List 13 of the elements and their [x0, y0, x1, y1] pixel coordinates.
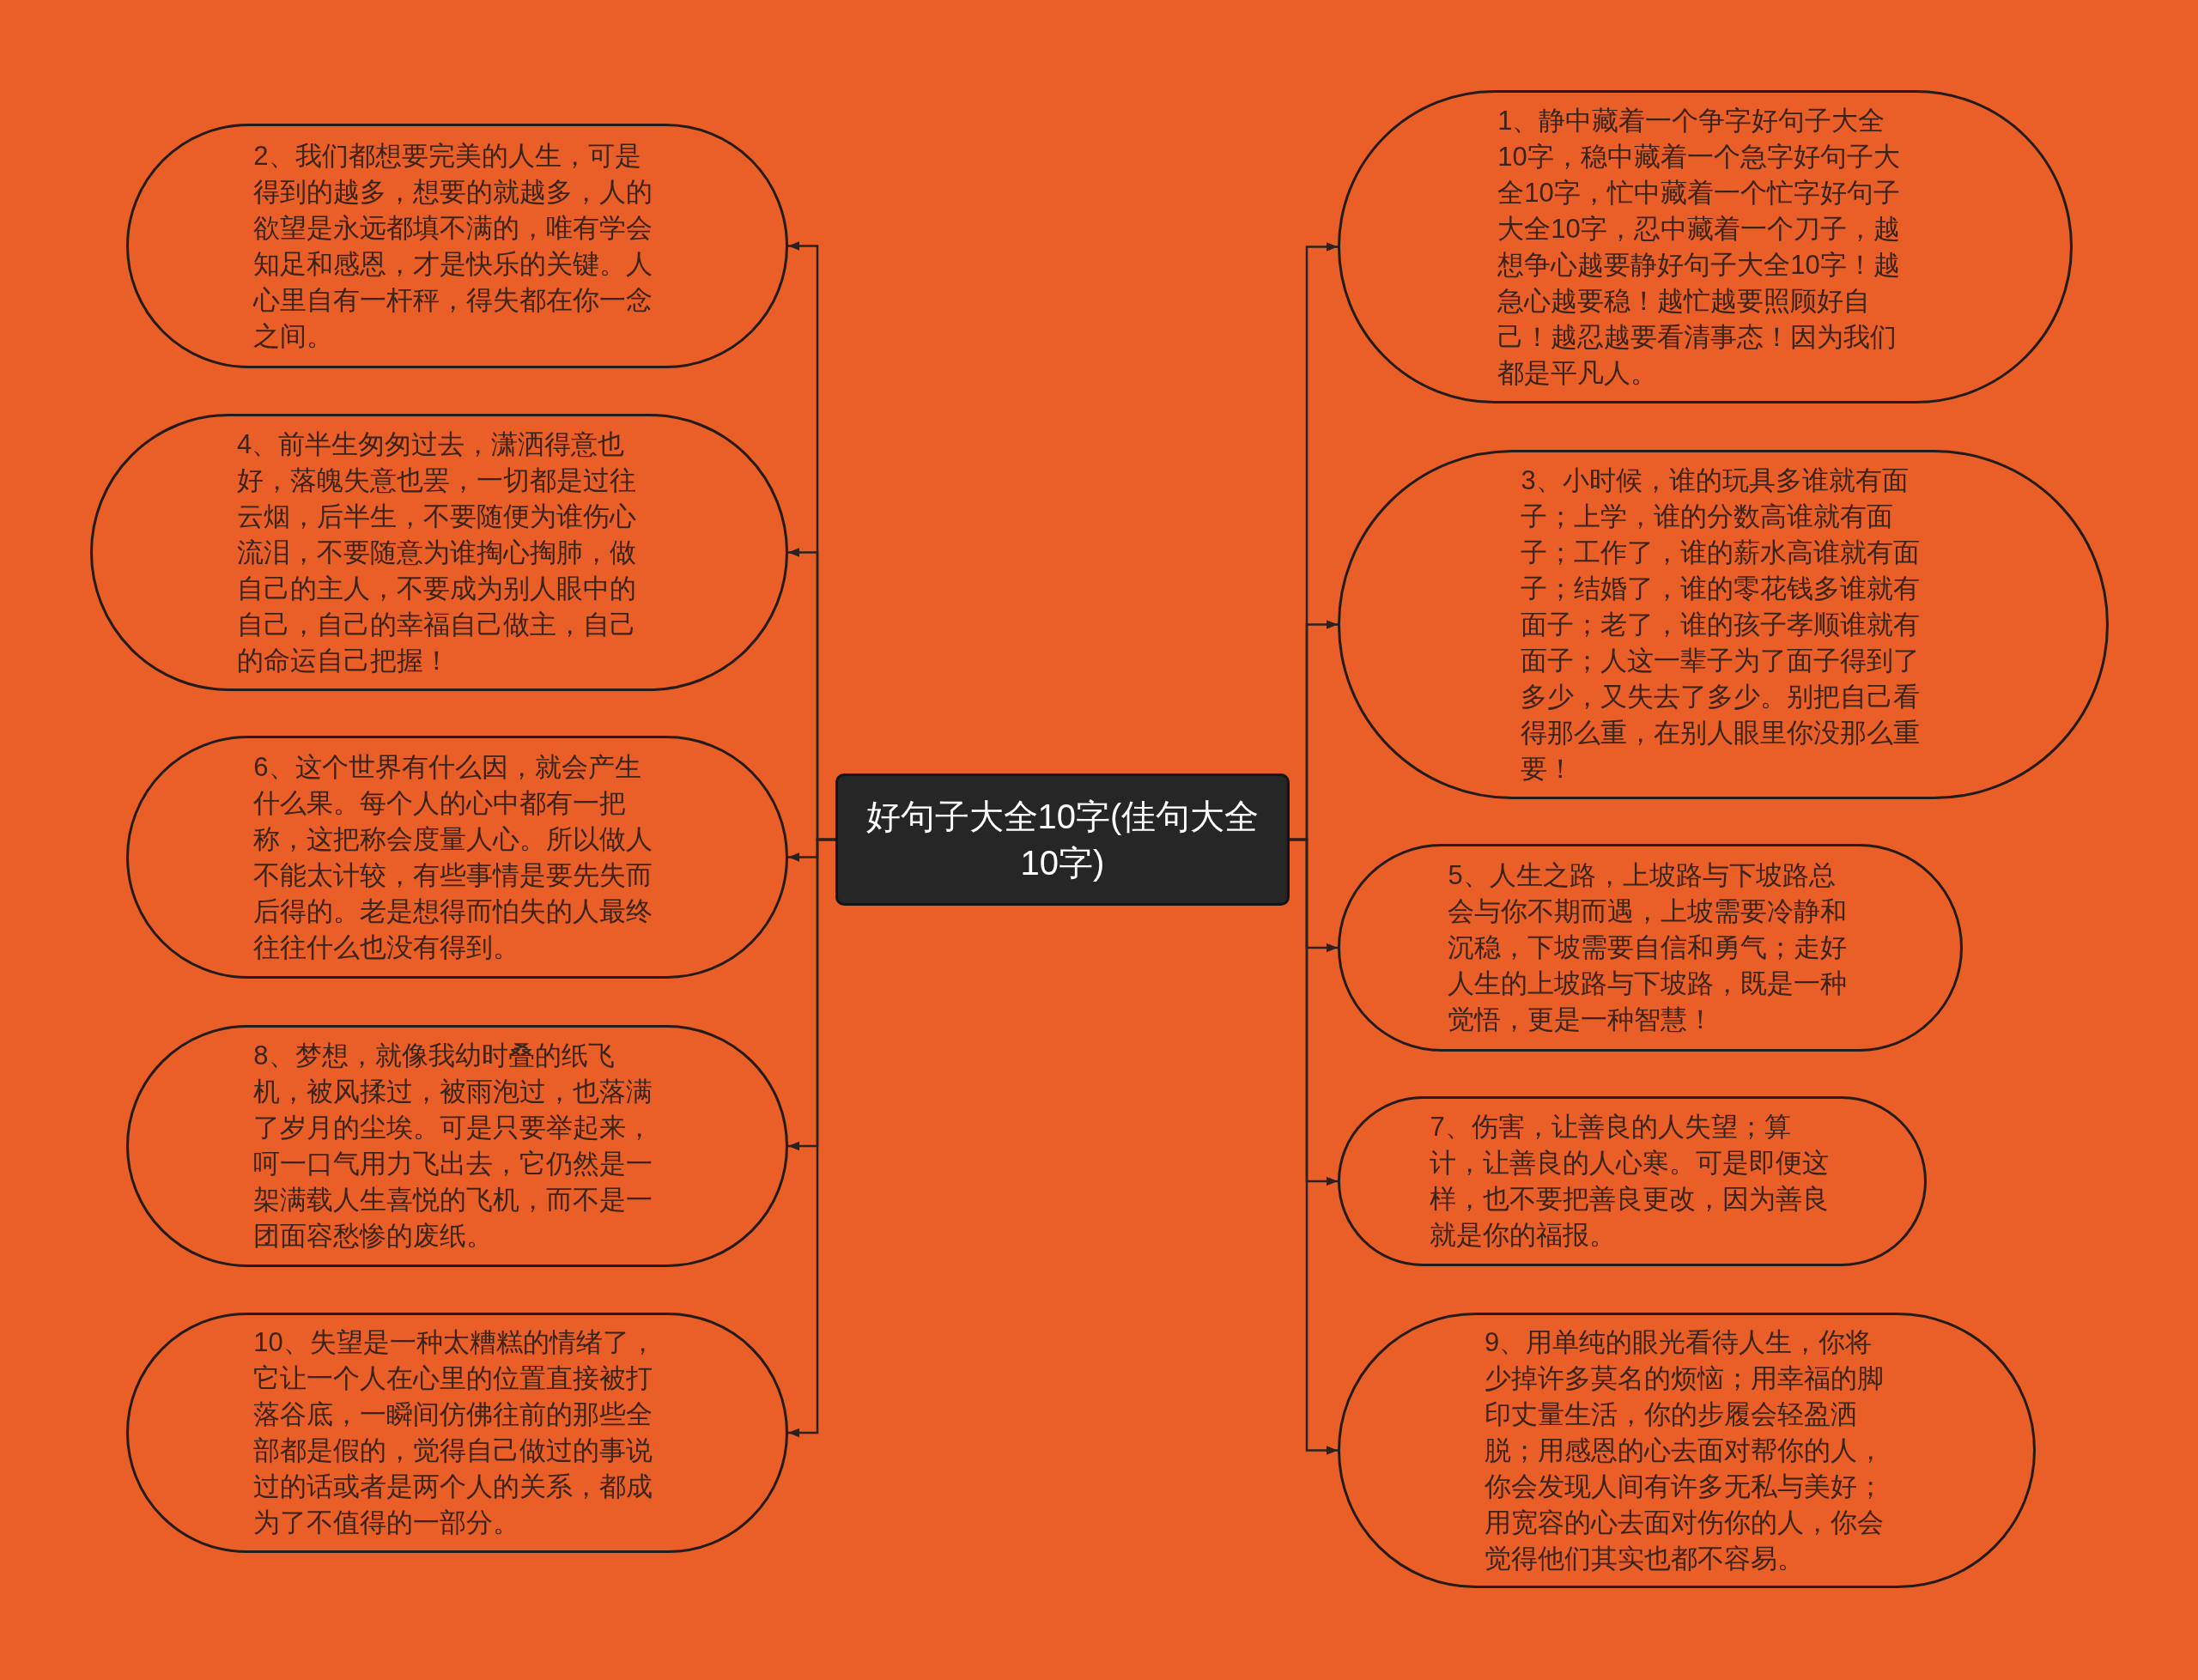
quote-text: 10、失望是一种太糟糕的情绪了，它让一个人在心里的位置直接被打落谷底，一瞬间仿佛往前的那些全部都是假的，觉得自己做过的事说过的话或者是两个人的关系，都成为了不值得的一部分。: [253, 1326, 657, 1539]
quote-text: 5、人生之路，上坡路与下坡路总会与你不期而遇，上坡需要冷静和沉稳，下坡需要自信和勇气；走好人生的上坡路与下坡路，既是一种觉悟，更是一种智慧！: [1448, 859, 1849, 1036]
quote-text: 6、这个世界有什么因，就会产生什么果。每个人的心中都有一把称，这把称会度量人心。所以做人不能太计较，有些事情是要先失而后得的。老是想得而怕失的人最终往往什么也没有得到。: [253, 750, 654, 964]
quote-text: 9、用单纯的眼光看待人生，你将少掉许多莫名的烦恼；用幸福的脚印丈量生活，你的步履会轻盈洒脱；用感恩的心去面对帮你的人，你会发现人间有许多无私与美好；用宽容的心去面对伤你的人，你会觉得他们其实也都不容易。: [1484, 1325, 1885, 1575]
connector-arrow: [1290, 838, 1338, 1455]
connector-arrow: [788, 838, 835, 1438]
quote-text: 1、静中藏着一个争字好句子大全10字，稳中藏着一个急字好句子大全10字，忙中藏着一个忙字好句子大全10字，忍中藏着一个刀子，越想争心越要静好句子大全10字！越急心越要稳！越忙越要照顾好自己！越忍越要看清事态！因为我们都是平凡人。: [1497, 104, 1901, 390]
quote-text: 4、前半生匆匆过去，潇洒得意也好，落魄失意也罢，一切都是过往云烟，后半生，不要随便为谁伤心流泪，不要随意为谁掏心掏肺，做自己的主人，不要成为别人眼中的自己，自己的幸福自己做主，自己的命运自己把握！: [236, 428, 637, 677]
topic-box: 好句子大全10字(佳句大全10字): [835, 773, 1290, 906]
quote-text: 8、梦想，就像我幼时叠的纸飞机，被风揉过，被雨泡过，也落满了岁月的尘埃。可是只要举起来，呵一口气用力飞出去，它仍然是一架满载人生喜悦的飞机，而不是一团面容愁惨的废纸。: [253, 1040, 654, 1252]
quote-text: 2、我们都想要完美的人生，可是得到的越多，想要的就越多，人的欲望是永远都填不满的，唯有学会知足和感恩，才是快乐的关键。人心里自有一杆秤，得失都在你一念之间。: [253, 139, 654, 353]
quote-text: 3、小时候，谁的玩具多谁就有面子；上学，谁的分数高谁就有面子；工作了，谁的薪水高谁就有面子；结婚了，谁的零花钱多谁就有面子；老了，谁的孩子孝顺谁就有面子；人这一辈子为了面子得到了多少，又失去了多少。别把自己看得那么重，在别人眼里你没那么重要！: [1521, 464, 1922, 785]
quote-text: 7、伤害，让善良的人失望；算计，让善良的人心寒。可是即便这样，也不要把善良更改，因为善良就是你的福报。: [1430, 1111, 1831, 1252]
